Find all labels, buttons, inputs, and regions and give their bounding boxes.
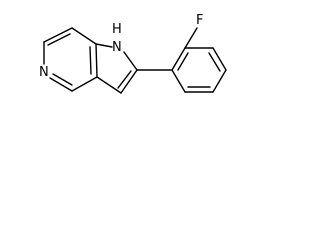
pyridine-ring (43, 27, 98, 92)
pyrrole-ring (95, 43, 138, 94)
atom-label-nh-h: H (112, 22, 122, 37)
bond-meta-para (212, 47, 227, 71)
bond-para-meta2 (212, 69, 227, 93)
bond-n5-c4 (49, 77, 73, 92)
bond-ortho2-ipso (171, 69, 186, 93)
bond-c2-c3 (120, 69, 138, 94)
bond-c7-c6 (43, 27, 73, 43)
atom-label-n-pyrrole: N (112, 40, 122, 55)
atom-label-f: F (196, 13, 203, 28)
fluorophenyl-ring (171, 27, 227, 93)
bond-meta-para-double (208, 52, 221, 72)
bond-c3a-c7a-double (89, 46, 92, 75)
bond-ipso-ortho-double (177, 52, 189, 71)
atom-label-n-pyridine: N (39, 65, 49, 80)
bond-c7a-n1 (95, 43, 113, 48)
bond-c7-c6-double (47, 33, 71, 46)
bond-c3-c3a (96, 76, 122, 94)
bond-c7a-c7 (71, 27, 97, 45)
bond-n1-c2 (123, 51, 138, 71)
bond-c2-c3-double (117, 70, 132, 89)
bond-ipso-ortho (171, 47, 186, 71)
bond-n5-c4-double (52, 73, 73, 86)
bond-c3a-c7a (95, 43, 98, 78)
structure-diagram: H N N F (39, 13, 227, 94)
bond-c-f (184, 27, 198, 49)
bond-c4-c3a (71, 76, 98, 92)
